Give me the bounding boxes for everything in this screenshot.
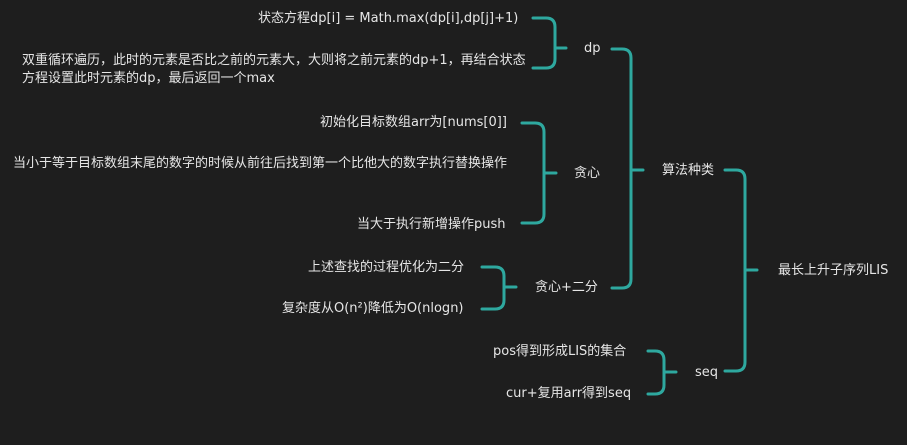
node-greedy-binary: 贪心+二分 — [535, 280, 598, 295]
node-dp: dp — [584, 41, 601, 56]
node-seq: seq — [695, 365, 719, 380]
leaf-binary-search: 上述查找的过程优化为二分 — [308, 260, 465, 275]
leaf-greedy-replace: 当小于等于目标数组末尾的数字的时候从前往后找到第一个比他大的数字执行替换操作 — [13, 156, 508, 171]
node-greedy: 贪心 — [574, 166, 601, 181]
leaf-seq-pos: pos得到形成LIS的集合 — [493, 344, 627, 359]
connector-algorithms — [610, 47, 645, 290]
connector-seq — [646, 349, 678, 396]
node-algorithm-types: 算法种类 — [662, 163, 715, 178]
connector-greedy-binary — [480, 265, 518, 311]
leaf-greedy-init: 初始化目标数组arr为[nums[0]] — [320, 115, 507, 130]
leaf-complexity: 复杂度从O(n²)降低为O(nlogn) — [282, 301, 464, 316]
leaf-seq-cur: cur+复用arr得到seq — [506, 386, 632, 401]
connector-root — [723, 168, 759, 373]
root-node-lis: 最长上升子序列LIS — [778, 263, 889, 278]
leaf-greedy-push: 当大于执行新增操作push — [357, 217, 506, 232]
leaf-dp-state-equation: 状态方程dp[i] = Math.max(dp[i],dp[j]+1) — [258, 11, 519, 26]
connector-dp — [531, 16, 568, 70]
leaf-dp-double-loop: 双重循环遍历，此时的元素是否比之前的元素大，大则将之前元素的dp+1，再结合状态… — [22, 53, 526, 86]
connector-greedy — [520, 121, 558, 225]
